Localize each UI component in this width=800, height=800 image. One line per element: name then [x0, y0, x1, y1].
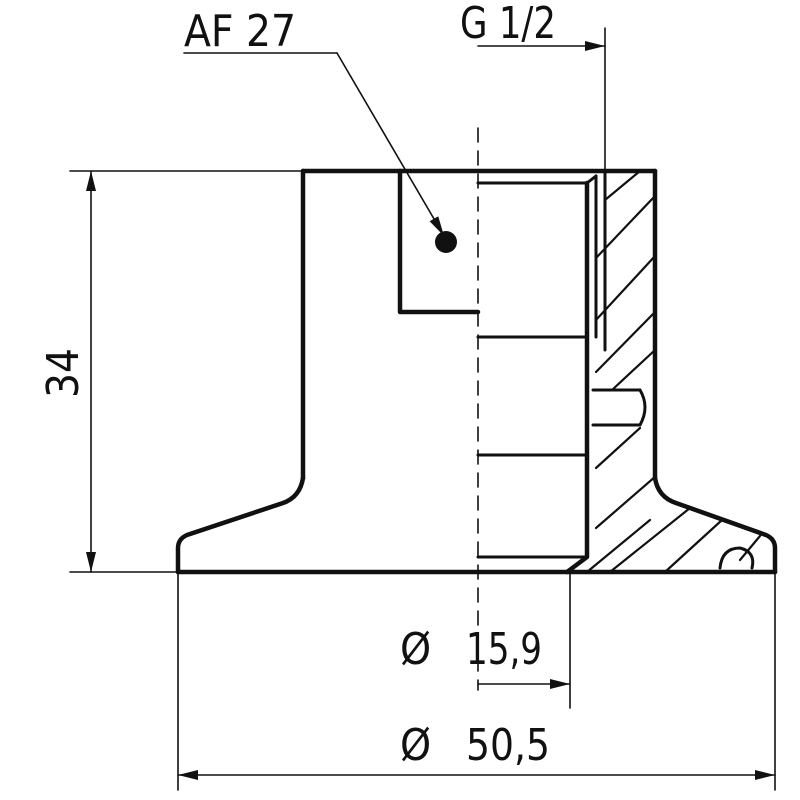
bore-lines	[476, 169, 607, 575]
section-hatching	[585, 169, 762, 574]
height-dimension: 34	[38, 170, 304, 573]
thread-dimension: G 1/2	[460, 0, 606, 172]
seal-groove	[591, 388, 755, 570]
af-label: AF 27	[184, 6, 296, 57]
outer-diameter-label: 50,5	[466, 720, 550, 771]
outer-diameter-dimension: Ø 50,5	[177, 571, 776, 791]
inner-diameter-symbol: Ø	[400, 624, 431, 675]
af-dimension: AF 27	[183, 6, 445, 237]
outer-diameter-symbol: Ø	[400, 720, 431, 771]
inner-diameter-label: 15,9	[466, 624, 542, 675]
inner-diameter-dimension: Ø 15,9	[400, 571, 571, 709]
hex-flat-pocket	[397, 168, 481, 315]
hex-indicator-dot	[435, 231, 457, 253]
part-outline	[175, 168, 778, 575]
height-label: 34	[38, 348, 89, 398]
thread-label: G 1/2	[460, 0, 556, 49]
